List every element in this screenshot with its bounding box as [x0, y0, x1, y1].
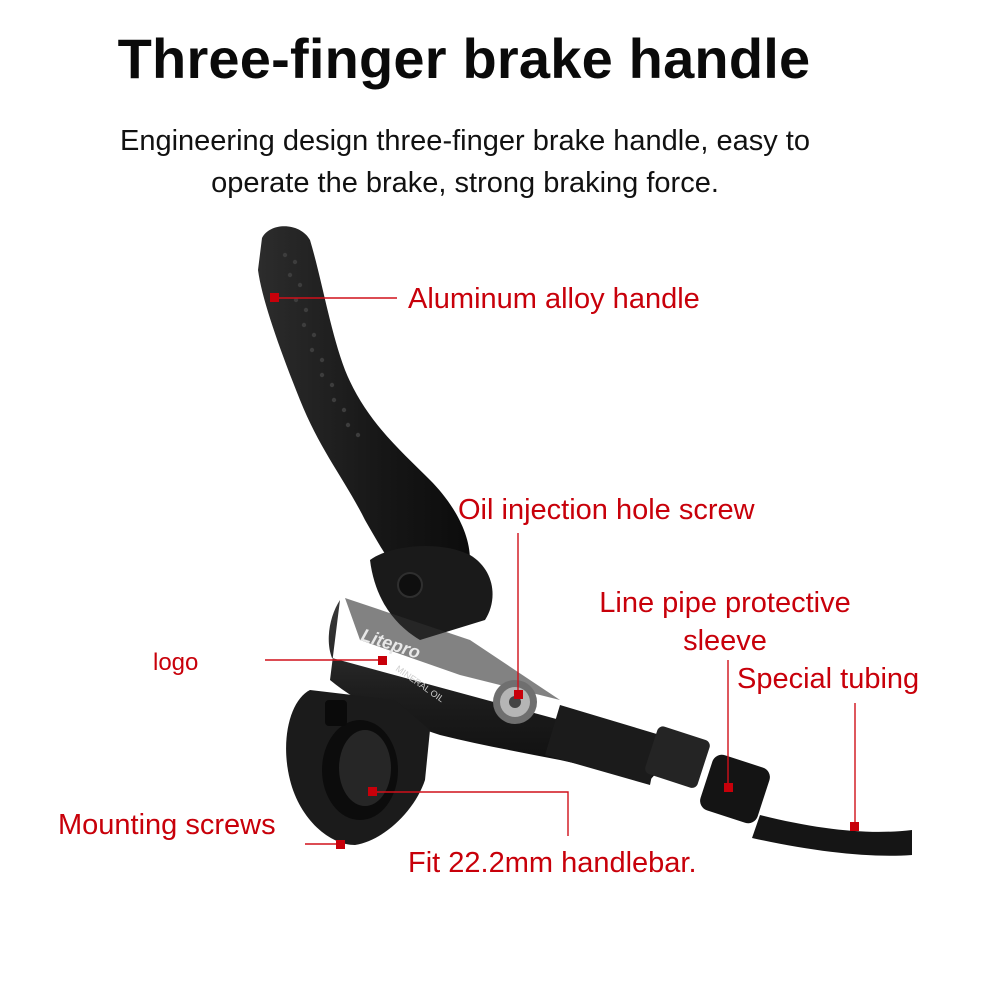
pivot-bolt: [397, 572, 423, 598]
callout-oil-screw: Oil injection hole screw: [458, 494, 755, 526]
cylinder-barrel: [545, 705, 660, 785]
clamp-slot: [325, 700, 347, 726]
callout-special-tubing: Special tubing: [737, 663, 920, 695]
fitting-nut: [645, 726, 710, 788]
callout-aluminum-handle: Aluminum alloy handle: [408, 283, 700, 315]
brake-hose: [752, 815, 912, 856]
callout-mounting-screws: Mounting screws: [58, 809, 276, 841]
page-subtitle: Engineering design three-finger brake ha…: [40, 120, 890, 204]
callout-markers: [270, 293, 859, 849]
leader-lines: [265, 297, 856, 845]
callout-logo: logo: [153, 649, 199, 676]
lever-blade: [258, 226, 470, 601]
callout-pipe-sleeve-line1: Line pipe protective: [599, 587, 851, 619]
callout-pipe-sleeve: Line pipe protective sleeve: [560, 584, 890, 660]
callout-handlebar-fit: Fit 22.2mm handlebar.: [408, 847, 697, 879]
lever-pivot: [370, 545, 493, 640]
protective-sleeve: [700, 754, 770, 824]
callout-pipe-sleeve-line2: sleeve: [683, 625, 767, 657]
page-title: Three-finger brake handle: [117, 27, 811, 90]
grip-dots: [282, 252, 361, 438]
subtitle-text: Engineering design three-finger brake ha…: [119, 125, 810, 199]
